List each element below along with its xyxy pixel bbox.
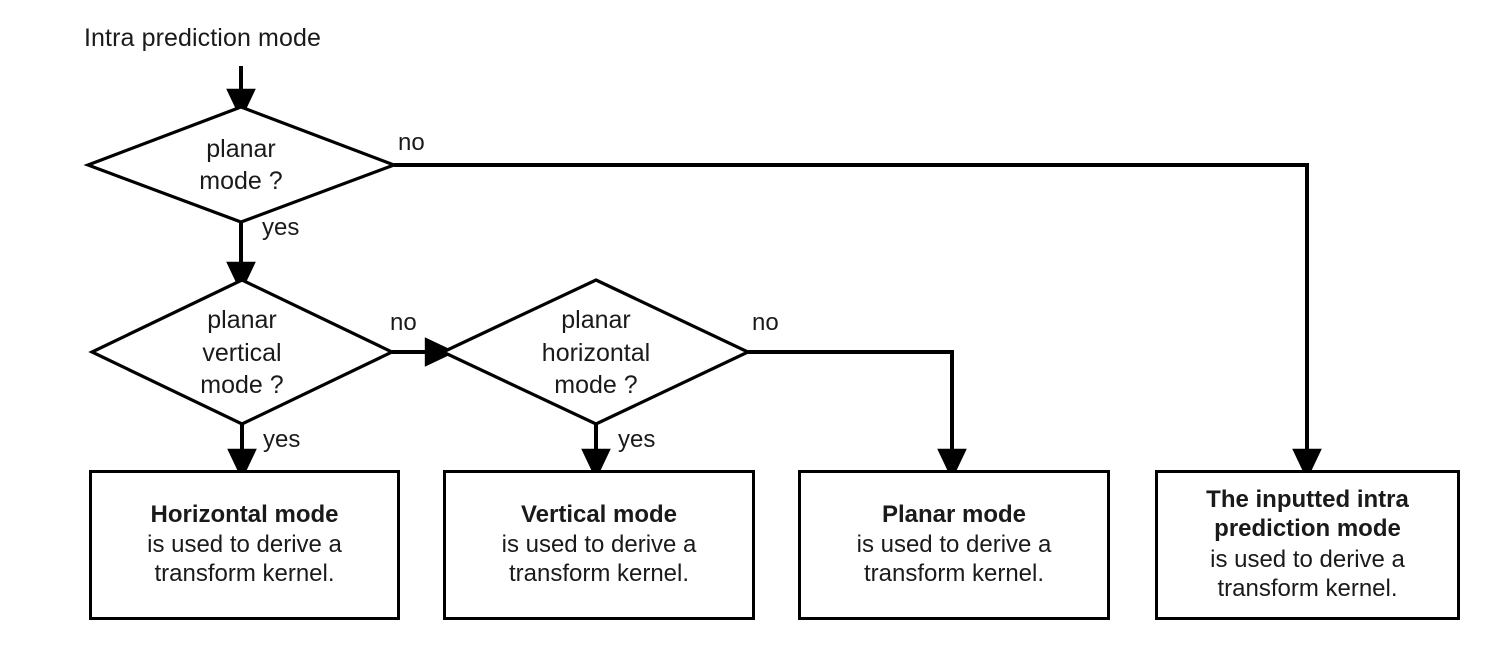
outcome-body-planar-mode: is used to derive a transform kernel. xyxy=(856,530,1052,588)
start-label: Intra prediction mode xyxy=(84,24,321,52)
outcome-box-vertical-mode[interactable]: Vertical mode is used to derive a transf… xyxy=(443,470,755,620)
decision-planar-horizontal-mode-line2: horizontal xyxy=(541,338,651,367)
decision-planar-mode-line1: planar xyxy=(206,134,276,163)
outcome-title-horizontal-mode: Horizontal mode xyxy=(150,500,339,528)
decision-planar-vertical-mode-line3: mode ? xyxy=(200,371,284,400)
decision-planar-mode-line2: mode ? xyxy=(199,167,283,195)
edge-label-planar-vertical-mode-yes: yes xyxy=(263,426,301,453)
outcome-body-vertical-mode: is used to derive a transform kernel. xyxy=(501,530,697,588)
edge-label-planar-horizontal-mode-yes: yes xyxy=(618,426,656,453)
outcome-title-inputted-intra-prediction-mode: The inputted intra prediction mode xyxy=(1206,485,1409,543)
decision-planar-vertical-mode-label: planar vertical mode ? xyxy=(140,298,344,408)
outcome-box-horizontal-mode[interactable]: Horizontal mode is used to derive a tran… xyxy=(89,470,400,620)
outcome-box-inputted-intra-prediction-mode[interactable]: The inputted intra prediction mode is us… xyxy=(1155,470,1460,620)
outcome-box-planar-mode[interactable]: Planar mode is used to derive a transfor… xyxy=(798,470,1110,620)
decision-planar-horizontal-mode-label: planar horizontal mode ? xyxy=(490,298,702,408)
edge-planar-horizontal-mode-no xyxy=(748,350,967,481)
decision-planar-vertical-mode-line1: planar xyxy=(207,306,277,335)
edge-label-planar-horizontal-mode-no: no xyxy=(752,309,779,336)
decision-planar-vertical-mode-line2: vertical xyxy=(202,338,282,367)
edge-label-planar-mode-yes: yes xyxy=(262,214,300,241)
edge-label-planar-mode-no: no xyxy=(398,129,425,156)
edge-planar-mode-no xyxy=(394,163,1322,481)
edge-label-planar-vertical-mode-no: no xyxy=(390,309,417,336)
decision-planar-horizontal-mode-line3: mode ? xyxy=(554,371,638,400)
outcome-body-horizontal-mode: is used to derive a transform kernel. xyxy=(147,530,342,588)
decision-planar-horizontal-mode-line1: planar xyxy=(561,306,631,335)
decision-planar-mode-label: planar mode ? xyxy=(138,122,344,208)
outcome-body-inputted-intra-prediction-mode: is used to derive a transform kernel. xyxy=(1210,545,1405,602)
outcome-title-vertical-mode: Vertical mode xyxy=(520,500,678,528)
outcome-title-planar-mode: Planar mode xyxy=(881,500,1027,528)
